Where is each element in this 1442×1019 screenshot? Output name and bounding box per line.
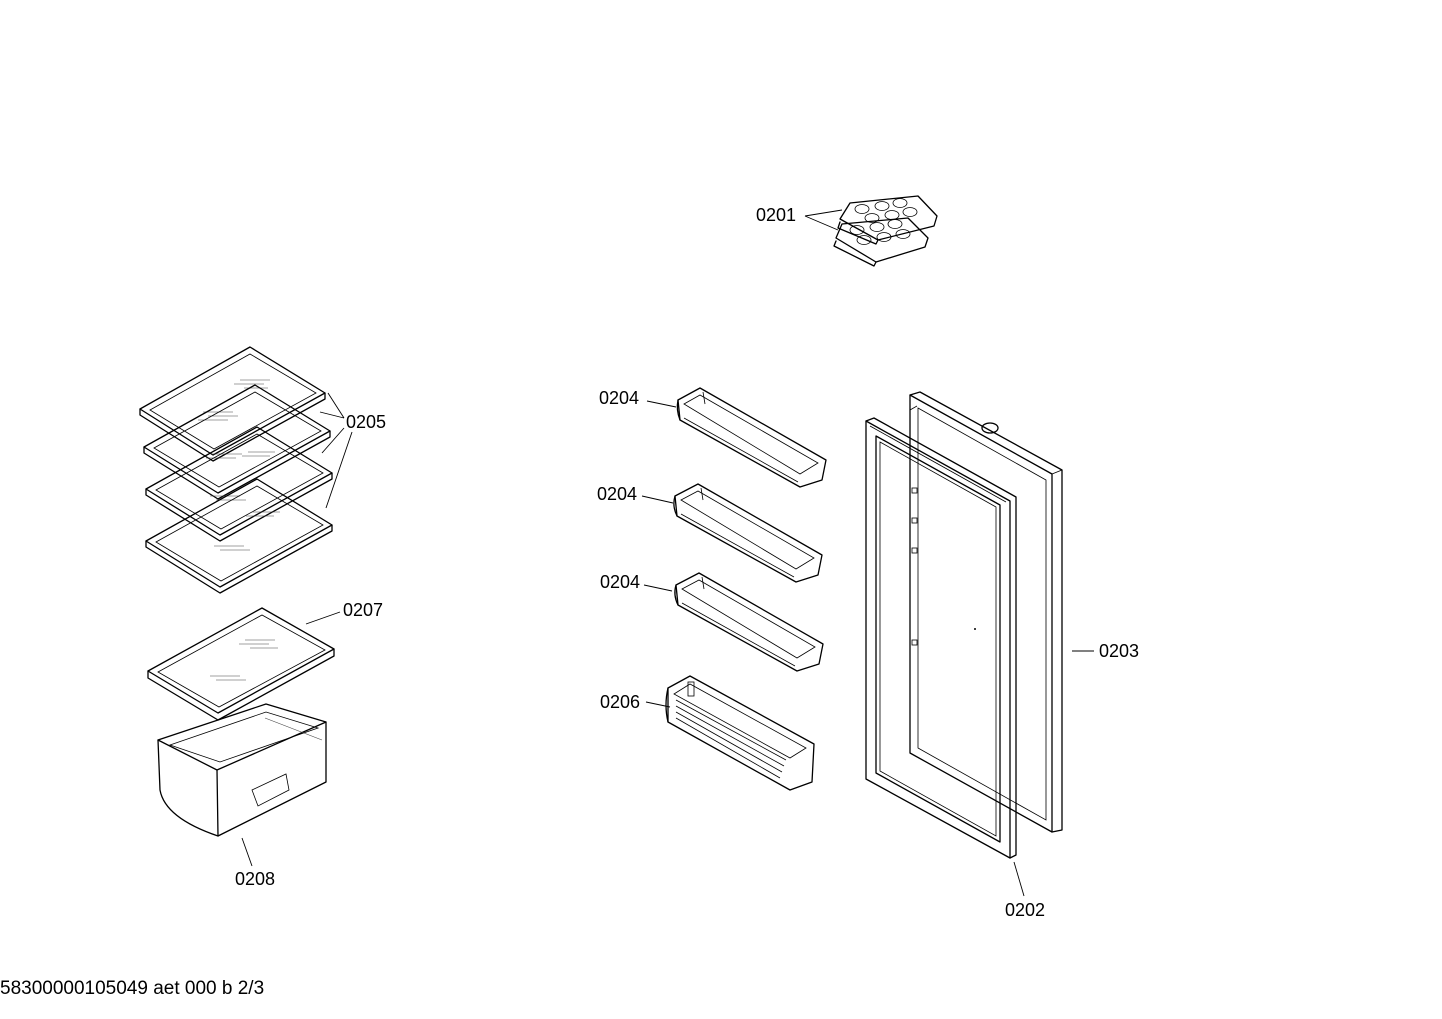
door-panel-0203 [909,391,1063,833]
door-shelf-0204-top [676,387,827,488]
egg-tray-0201 [833,195,938,267]
leader-0204b [641,495,674,504]
label-0208: 0208 [235,869,275,889]
label-0207: 0207 [343,600,383,620]
leader-0208 [241,837,253,867]
label-0204-top: 0204 [599,388,639,408]
glass-shelves-0205 [139,346,333,594]
leader-0202 [1013,861,1025,897]
leader-0204a [646,400,677,408]
leader-0201a [804,209,843,217]
leader-0201b [804,215,839,231]
label-0201: 0201 [756,205,796,225]
bottle-shelf-0206 [665,675,815,791]
label-0204-low: 0204 [600,572,640,592]
door-shelf-0204-mid [673,483,823,583]
leader-0207 [305,611,341,625]
leader-0205d [325,431,353,509]
crisper-drawer-0208 [157,703,327,837]
leader-0205b [319,411,345,419]
document-id-footer: 58300000105049 aet 000 b 2/3 [0,978,265,999]
door-gasket-0202 [865,417,1017,859]
leader-0206 [645,701,671,708]
leader-0205c [321,427,345,454]
leader-0205a [327,392,345,419]
label-0202: 0202 [1005,900,1045,920]
label-0204-mid: 0204 [597,484,637,504]
leader-0204c [643,584,673,592]
label-0203: 0203 [1099,641,1139,661]
label-0205: 0205 [346,412,386,432]
door-shelf-0204-low [674,572,824,672]
label-0206: 0206 [600,692,640,712]
crisper-cover-0207 [147,607,335,721]
